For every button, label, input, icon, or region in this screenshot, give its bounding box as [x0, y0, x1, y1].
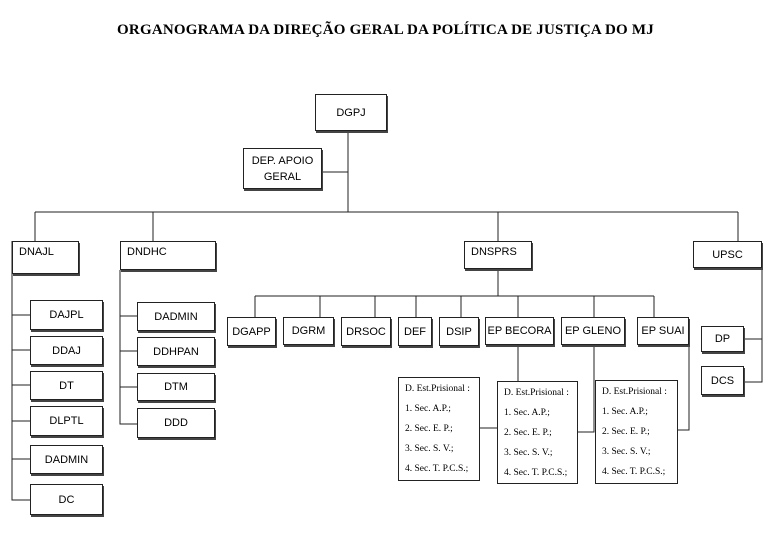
org-node-dnajl: DNAJL [12, 241, 79, 274]
prison-detail-item: 3. Sec. S. V.; [504, 448, 553, 458]
org-node-dp: DP [701, 326, 744, 352]
org-node-dajpl: DAJPL [30, 300, 103, 330]
prison-detail-item: 4. Sec. T. P.C.S.; [602, 467, 666, 477]
prison-detail-item: 1. Sec. A.P.; [405, 404, 451, 414]
prison-detail-item: 2. Sec. E. P.; [405, 424, 453, 434]
org-node-dgapp: DGAPP [227, 317, 276, 346]
prison-detail-item: 3. Sec. S. V.; [405, 444, 454, 454]
org-node-dadmin-dnajl: DADMIN [30, 445, 103, 474]
org-node-support: DEP. APOIO GERAL [243, 148, 322, 189]
org-node-ep-gleno: EP GLENO [561, 317, 625, 345]
prison-detail-item: 2. Sec. E. P.; [602, 427, 650, 437]
prison-detail-item: 4. Sec. T. P.C.S.; [504, 468, 568, 478]
org-node-dlptl: DLPTL [30, 406, 103, 436]
prison-detail-item: 1. Sec. A.P.; [504, 408, 550, 418]
prison-detail-item: 3. Sec. S. V.; [602, 447, 651, 457]
prison-detail-becora: D. Est.Prisional : 1. Sec. A.P.; 2. Sec.… [398, 377, 480, 481]
chart-title: ORGANOGRAMA DA DIREÇÃO GERAL DA POLÍTICA… [117, 22, 654, 38]
org-node-dadmin-dndhc: DADMIN [137, 302, 215, 331]
org-node-ddaj: DDAJ [30, 336, 103, 365]
prison-detail-item: 4. Sec. T. P.C.S.; [405, 464, 469, 474]
org-node-dc: DC [30, 484, 103, 515]
prison-detail-heading: D. Est.Prisional : [504, 388, 569, 398]
org-node-drsoc: DRSOC [341, 317, 391, 346]
prison-detail-item: 2. Sec. E. P.; [504, 428, 552, 438]
prison-detail-item: 1. Sec. A.P.; [602, 407, 648, 417]
prison-detail-gleno: D. Est.Prisional : 1. Sec. A.P.; 2. Sec.… [497, 381, 578, 484]
org-node-dndhc: DNDHC [120, 241, 216, 270]
org-node-dnsprs: DNSPRS [464, 241, 532, 269]
org-node-dt: DT [30, 371, 103, 400]
org-node-ddhpan: DDHPAN [137, 337, 215, 366]
org-node-dsip: DSIP [439, 317, 479, 346]
org-node-def: DEF [398, 317, 432, 346]
org-node-ep-suai: EP SUAI [637, 317, 689, 345]
org-node-upsc: UPSC [693, 241, 762, 268]
prison-detail-heading: D. Est.Prisional : [405, 384, 470, 394]
org-node-dcs: DCS [701, 366, 744, 395]
org-node-ep-becora: EP BECORA [485, 317, 554, 345]
org-node-dgpj: DGPJ [315, 94, 387, 131]
org-node-dgrm: DGRM [283, 317, 334, 345]
org-node-dtm: DTM [137, 373, 215, 401]
prison-detail-heading: D. Est.Prisional : [602, 387, 667, 397]
prison-detail-suai: D. Est.Prisional : 1. Sec. A.P.; 2. Sec.… [595, 380, 678, 484]
org-node-ddd: DDD [137, 408, 215, 438]
